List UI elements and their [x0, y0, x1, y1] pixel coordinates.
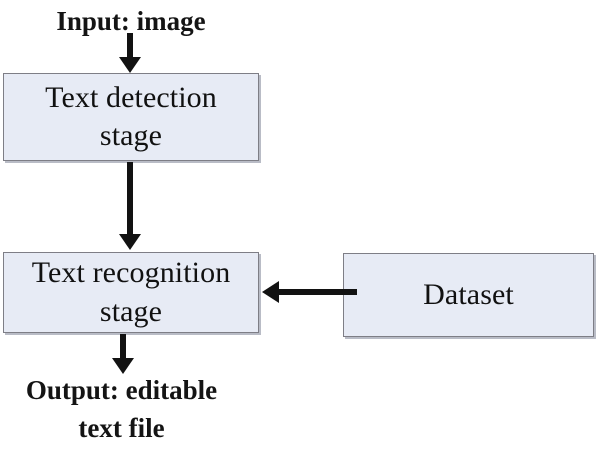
arrow-head-down-icon — [119, 57, 141, 73]
arrow-head-left-icon — [262, 281, 279, 303]
arrow-shaft — [277, 289, 357, 295]
node-text-recognition-stage[interactable]: Text recognition stage — [3, 252, 259, 333]
arrow-shaft — [127, 162, 133, 236]
input-label: Input: image — [56, 6, 206, 36]
node-label: Dataset — [423, 277, 514, 311]
node-label: Text detection stage — [45, 80, 217, 152]
node-dataset[interactable]: Dataset — [343, 253, 594, 337]
node-label: Text recognition stage — [31, 256, 231, 328]
output-label: Output: editable text file — [25, 375, 218, 444]
arrow-shaft — [127, 33, 133, 59]
arrow-head-down-icon — [119, 234, 141, 250]
arrow-shaft — [120, 334, 126, 360]
arrow-head-down-icon — [112, 358, 134, 374]
node-text-detection-stage[interactable]: Text detection stage — [3, 73, 259, 161]
